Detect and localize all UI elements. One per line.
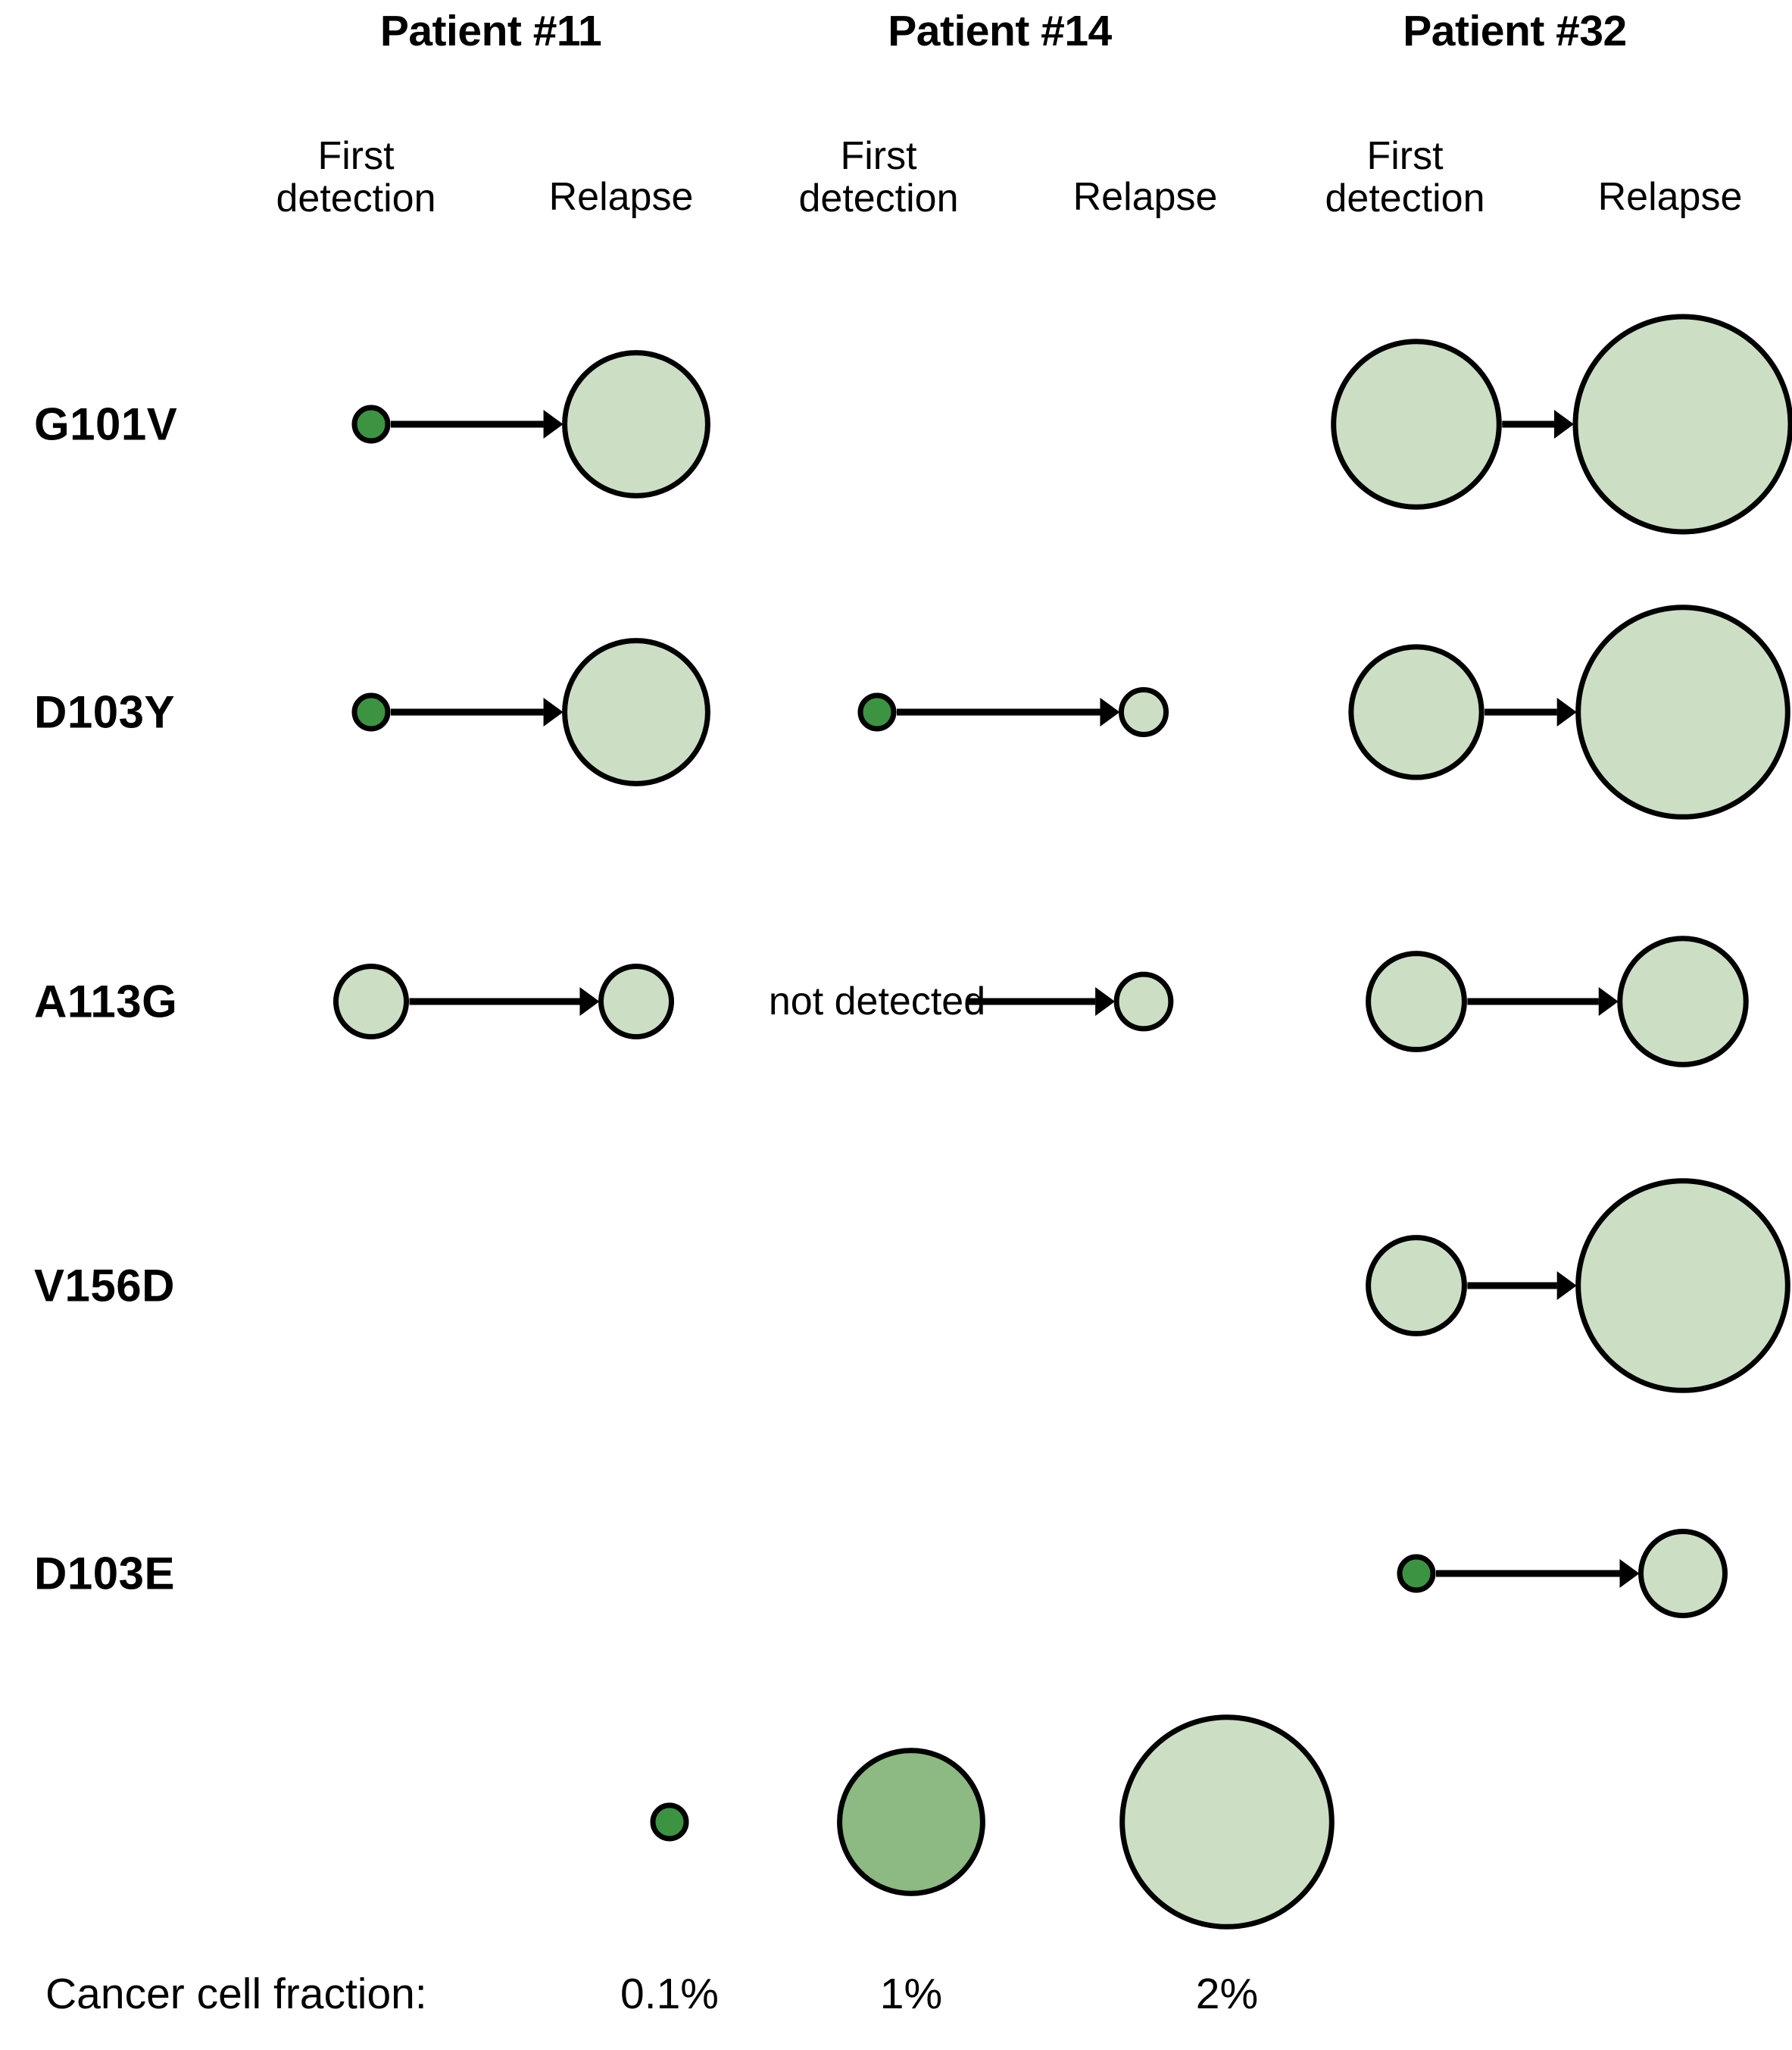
legend-value-1: 1% — [879, 1970, 943, 2018]
connector-d103e-p2-arrowhead — [1619, 1559, 1640, 1588]
connector-g101v-p2-arrowhead — [1554, 410, 1574, 439]
not-detected-label-a113g-patient14: not detected — [768, 980, 986, 1023]
row-label-g101v: G101V — [34, 398, 178, 450]
bubble-relapse-a113g-p0[interactable] — [598, 963, 675, 1040]
connector-g101v-p0-arrowhead — [543, 410, 564, 439]
legend-title: Cancer cell fraction: — [45, 1970, 427, 2018]
bubble-relapse-v156d-p2[interactable] — [1575, 1178, 1790, 1393]
bubble-relapse-d103e-p2[interactable] — [1638, 1529, 1728, 1618]
row-label-d103y: D103Y — [34, 686, 175, 738]
bubble-first-detection-a113g-p2[interactable] — [1366, 951, 1467, 1052]
bubble-relapse-d103y-p0[interactable] — [562, 638, 710, 786]
bubble-first-detection-d103y-p0[interactable] — [351, 692, 391, 732]
legend-bubble-0 — [650, 1802, 689, 1842]
column-label-first-detection-14: First detection — [798, 134, 959, 221]
connector-d103y-p0-arrowhead — [543, 698, 564, 727]
column-label-relapse-14: Relapse — [1072, 175, 1218, 219]
column-label-relapse-11: Relapse — [548, 175, 694, 219]
bubble-relapse-a113g-p2[interactable] — [1617, 936, 1749, 1067]
bubble-first-detection-g101v-p0[interactable] — [351, 405, 391, 444]
bubble-relapse-a113g-p1[interactable] — [1113, 971, 1174, 1032]
patient-title-32: Patient #32 — [1403, 7, 1627, 55]
connector-a113g-p2-arrowhead — [1598, 987, 1619, 1016]
connector-a113g-p0-arrowhead — [579, 987, 600, 1016]
bubble-relapse-g101v-p0[interactable] — [562, 350, 710, 498]
bubble-first-detection-d103e-p2[interactable] — [1397, 1554, 1436, 1593]
bubble-relapse-d103y-p2[interactable] — [1575, 605, 1790, 820]
row-label-d103e: D103E — [34, 1548, 175, 1599]
column-label-first-detection-32: First detection — [1325, 134, 1485, 221]
row-label-a113g: A113G — [34, 976, 178, 1027]
column-label-first-detection-11: First detection — [276, 134, 436, 221]
bubble-first-detection-v156d-p2[interactable] — [1366, 1235, 1467, 1336]
patient-title-11: Patient #11 — [379, 7, 602, 55]
row-label-v156d: V156D — [34, 1260, 175, 1311]
bubble-first-detection-d103y-p1[interactable] — [857, 692, 897, 732]
bubble-relapse-g101v-p2[interactable] — [1572, 314, 1792, 535]
connector-d103y-p1-arrowhead — [1100, 698, 1120, 727]
patient-title-14: Patient #14 — [888, 7, 1112, 55]
bubble-relapse-d103y-p1[interactable] — [1118, 686, 1169, 738]
legend-value-0: 0.1% — [620, 1970, 719, 2018]
column-label-relapse-32: Relapse — [1597, 175, 1743, 219]
bubble-first-detection-g101v-p2[interactable] — [1331, 339, 1502, 510]
connector-a113g-p1-arrowhead — [1095, 987, 1116, 1016]
connector-v156d-p2-arrowhead — [1556, 1271, 1577, 1300]
legend-bubble-2 — [1119, 1714, 1335, 1930]
bubble-first-detection-d103y-p2[interactable] — [1348, 644, 1484, 780]
legend-value-2: 2% — [1195, 1970, 1259, 2018]
legend-bubble-1 — [837, 1748, 985, 1896]
bubble-first-detection-a113g-p0[interactable] — [332, 963, 410, 1040]
connector-d103y-p2-arrowhead — [1556, 698, 1577, 727]
